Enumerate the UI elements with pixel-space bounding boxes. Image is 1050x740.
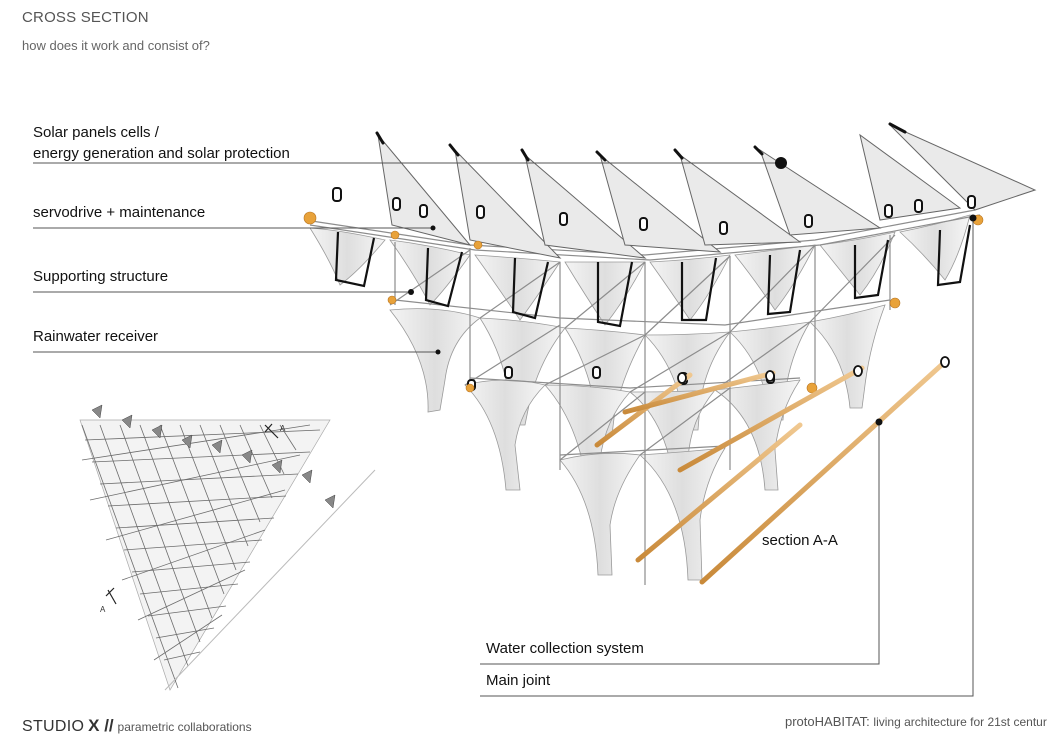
orange-hubs bbox=[303, 211, 984, 394]
label-solar-energy: energy generation and solar protection bbox=[33, 145, 290, 162]
funnel-row-bottom bbox=[559, 447, 726, 581]
label-rainwater-receiver: Rainwater receiver bbox=[33, 328, 159, 345]
label-water-collection: Water collection system bbox=[486, 640, 644, 657]
leader-main-joint bbox=[480, 218, 974, 697]
plan-grid bbox=[81, 424, 321, 689]
label-solar-panels: Solar panels cells / bbox=[33, 124, 159, 141]
leader-lines bbox=[33, 162, 974, 697]
footer-project: protoHABITAT: living architecture for 21… bbox=[785, 714, 1050, 729]
label-section-aa: section A-A bbox=[762, 532, 838, 549]
page-title: CROSS SECTION bbox=[22, 9, 149, 26]
studio-x-mark: X // bbox=[88, 716, 114, 735]
project-subtitle: living architecture for 21st centur bbox=[873, 715, 1047, 729]
funnel-row-top bbox=[309, 214, 971, 326]
plan-panel-marks bbox=[91, 404, 336, 509]
label-servodrive: servodrive + maintenance bbox=[33, 204, 206, 221]
plan-view bbox=[79, 404, 376, 691]
label-supporting-structure: Supporting structure bbox=[33, 268, 169, 285]
page-subtitle: how does it work and consist of? bbox=[22, 38, 210, 53]
footer-studio: STUDIO X // parametric collaborations bbox=[22, 716, 252, 736]
leader-water-collection bbox=[480, 422, 880, 665]
solar-panel-arms bbox=[377, 124, 1037, 259]
plan-marker-top: A bbox=[280, 424, 286, 433]
leader-dots bbox=[408, 157, 977, 426]
panel-brackets bbox=[334, 224, 972, 328]
label-main-joint: Main joint bbox=[486, 672, 551, 689]
structure-3d bbox=[303, 122, 1037, 585]
project-name: protoHABITAT: bbox=[785, 714, 870, 729]
studio-tagline: parametric collaborations bbox=[117, 720, 252, 734]
studio-name: STUDIO bbox=[22, 718, 85, 735]
plan-marker-bottom: A bbox=[100, 605, 106, 614]
funnel-row-low bbox=[464, 379, 801, 516]
water-collection-poles bbox=[594, 357, 950, 585]
pole-end-joints bbox=[677, 356, 950, 384]
solar-panel-tips bbox=[375, 122, 907, 162]
